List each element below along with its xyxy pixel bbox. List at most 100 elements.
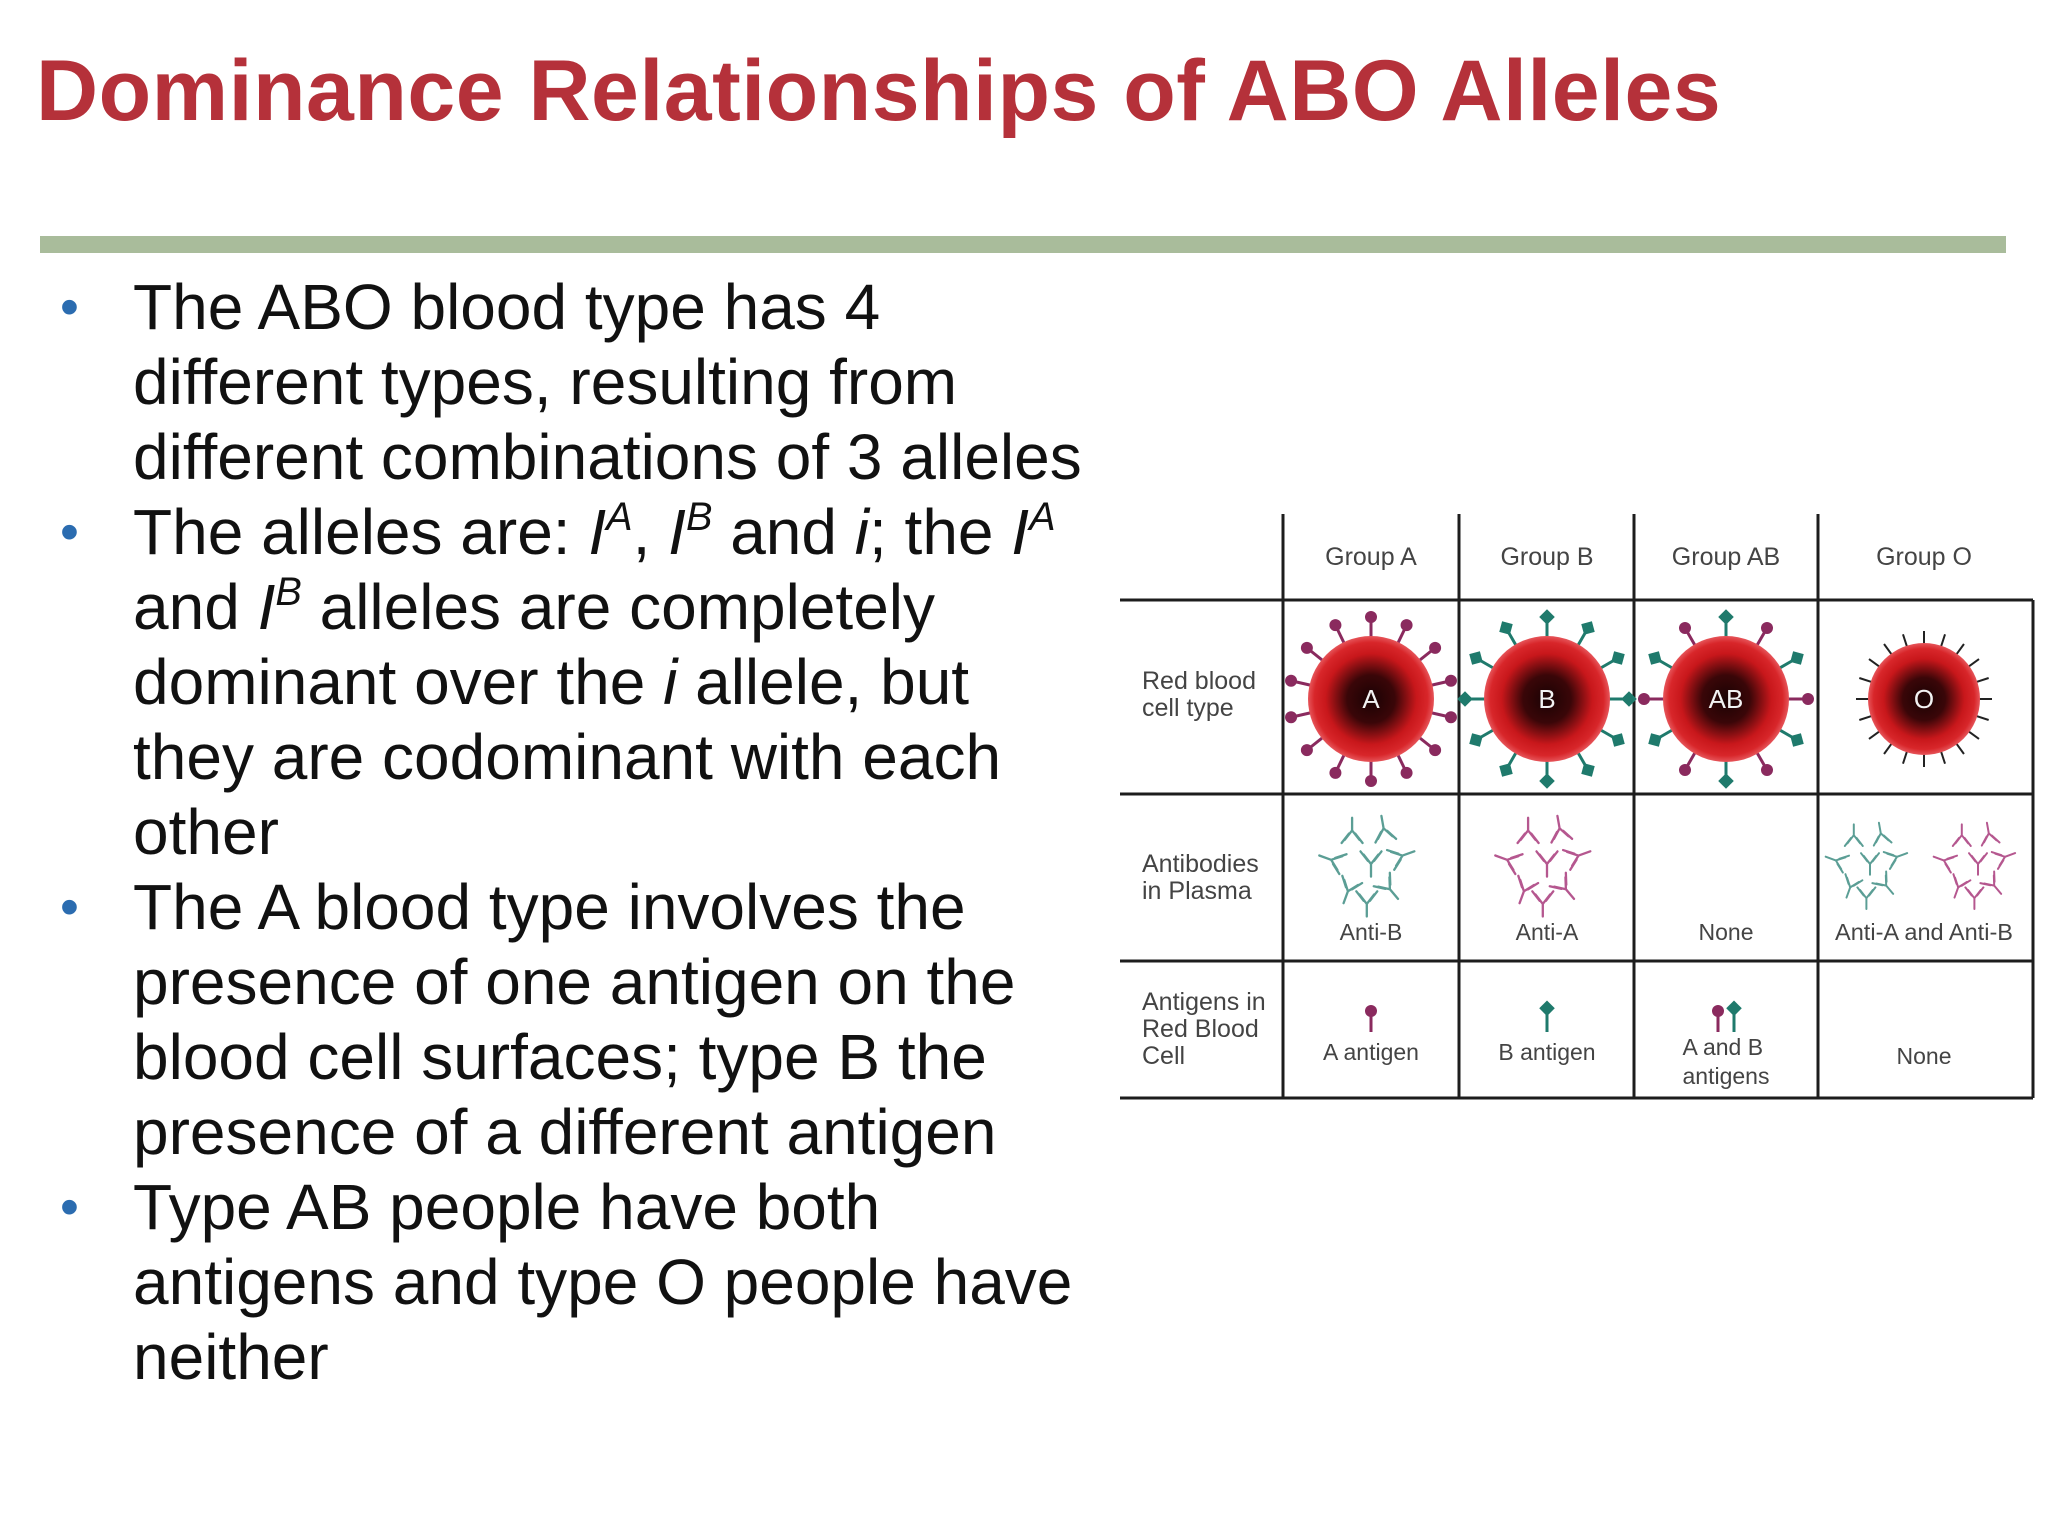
antigen-b-marker <box>1718 609 1734 625</box>
antibody-label-o: Anti-A and Anti-B <box>1835 919 2013 945</box>
rbc-group-b: B <box>1457 609 1637 789</box>
header-group-b: Group B <box>1500 543 1593 571</box>
antigen-ab-icon <box>1712 1000 1742 1032</box>
bullet-marker: • <box>60 502 79 562</box>
antibody-label-b: Anti-A <box>1516 919 1579 945</box>
antibody-icon <box>1374 814 1398 844</box>
antibody-icon <box>1550 814 1574 844</box>
antigen-a-marker <box>1400 619 1413 632</box>
antibody-icon <box>1561 848 1592 871</box>
antibody-icon <box>1341 874 1364 905</box>
antigen-a-marker <box>1329 766 1342 779</box>
antigen-a-marker <box>1300 641 1313 654</box>
antibody-icon <box>1494 853 1524 876</box>
abo-blood-type-figure: Group A Group B Group AB Group O Red blo… <box>1118 512 2036 1106</box>
antibody-icon <box>1359 850 1383 878</box>
bullet-text: The ABO blood type has 4 different types… <box>133 271 1082 493</box>
antigen-b-icon <box>1539 1000 1555 1032</box>
antigen-a-marker <box>1638 693 1650 705</box>
antibody-icon <box>1980 821 2001 847</box>
red-blood-cell-icon <box>1484 636 1610 762</box>
bullet-text: Type AB people have both antigens and ty… <box>133 1171 1073 1393</box>
antibody-icon <box>1548 871 1576 901</box>
antibody-icon <box>1355 890 1379 918</box>
slide-title: Dominance Relationships of ABO Alleles <box>36 43 1722 139</box>
column-headers: Group A Group B Group AB Group O <box>1325 543 1972 571</box>
antigen-label-ab: A and B antigens <box>1683 1034 1770 1089</box>
antigen-a-marker <box>1444 711 1457 724</box>
antibody-icon <box>1385 848 1416 871</box>
antigen-a-marker <box>1444 674 1457 687</box>
antigen-a-marker <box>1761 621 1773 634</box>
antibody-icon <box>1340 816 1364 845</box>
antibody-icon <box>1964 886 1985 910</box>
header-group-o: Group O <box>1876 543 1972 571</box>
bullet-item: • The A blood type involves the presence… <box>60 870 1090 1170</box>
cell-letter-a: A <box>1362 684 1380 714</box>
antibody-icon <box>1952 873 1972 899</box>
red-blood-cell-icon <box>1308 636 1434 762</box>
bullet-marker: • <box>60 1177 79 1237</box>
antibody-icon <box>1871 870 1895 895</box>
row-labels: Red blood cell type Antibodies in Plasma… <box>1142 667 1273 1070</box>
antigen-a-marker <box>1329 619 1342 632</box>
antibody-icon <box>1872 821 1893 847</box>
antigen-label-b: B antigen <box>1498 1039 1595 1065</box>
antigen-b-marker <box>1539 773 1555 789</box>
antibody-icon <box>1843 823 1864 847</box>
antigen-b-marker <box>1469 651 1483 665</box>
bullet-list: • The ABO blood type has 4 different typ… <box>60 270 1090 1395</box>
antigen-b-marker <box>1499 621 1513 635</box>
antigen-b-marker <box>1581 621 1595 635</box>
antigen-a-marker <box>1761 764 1773 777</box>
row-label-antibodies: Antibodies in Plasma <box>1142 850 1266 905</box>
bullet-item: • The ABO blood type has 4 different typ… <box>60 270 1090 495</box>
antigen-b-marker <box>1611 733 1625 747</box>
antigen-b-marker <box>1457 691 1473 707</box>
antibody-icon <box>1990 851 2017 870</box>
antigen-b-marker <box>1790 733 1804 747</box>
bullet-marker: • <box>60 877 79 937</box>
bullet-text: The A blood type involves the presence o… <box>133 871 1016 1168</box>
rbc-group-ab: AB <box>1638 609 1814 789</box>
antigen-a-marker <box>1300 744 1313 757</box>
antigen-a-marker <box>1679 621 1691 634</box>
antibody-icon <box>1856 886 1877 910</box>
antibody-icon <box>1824 854 1851 874</box>
antigen-a-marker <box>1365 611 1377 623</box>
antibodies-row <box>1318 814 2017 918</box>
antigens-row <box>1365 1000 1742 1032</box>
header-group-a: Group A <box>1325 543 1417 571</box>
bullet-item: • Type AB people have both antigens and … <box>60 1170 1090 1395</box>
antibody-labels: Anti-B Anti-A None Anti-A and Anti-B <box>1340 919 2013 945</box>
cell-letter-b: B <box>1538 684 1555 714</box>
cell-letter-o: O <box>1914 684 1934 714</box>
rbc-group-a: A <box>1285 611 1457 787</box>
antigen-a-marker <box>1802 693 1814 705</box>
table-grid <box>1120 514 2035 1100</box>
antigen-label-o: None <box>1897 1043 1952 1069</box>
red-blood-cell-icon <box>1868 643 1980 755</box>
antibody-icon <box>1517 874 1540 905</box>
antibody-icon <box>1318 853 1348 876</box>
antibody-icon <box>1516 816 1540 845</box>
antigen-b-marker <box>1499 763 1513 777</box>
antigen-b-marker <box>1621 691 1637 707</box>
antigen-b-marker <box>1581 763 1595 777</box>
antibody-icon <box>1535 850 1559 878</box>
antigen-a-marker <box>1285 674 1298 687</box>
antibody-icon <box>1932 854 1959 874</box>
antigen-b-marker <box>1611 651 1625 665</box>
row-label-red-blood-cell: Red blood cell type <box>1142 667 1263 722</box>
bullet-text: The alleles are: IA, IB and i; the IA an… <box>133 494 1056 868</box>
antigen-a-marker <box>1679 764 1691 777</box>
antigen-a-marker <box>1400 766 1413 779</box>
red-blood-cell-icon <box>1663 636 1789 762</box>
antibody-icon <box>1882 851 1909 870</box>
antigen-a-icon <box>1365 1005 1377 1032</box>
antibody-icon <box>1979 870 2003 895</box>
antigen-labels: A antigen B antigen A and B antigens Non… <box>1323 1034 1951 1089</box>
antigen-b-marker <box>1648 733 1662 747</box>
antibody-icon <box>1860 852 1880 876</box>
row-label-antigens: Antigens in Red Blood Cell <box>1142 988 1273 1070</box>
